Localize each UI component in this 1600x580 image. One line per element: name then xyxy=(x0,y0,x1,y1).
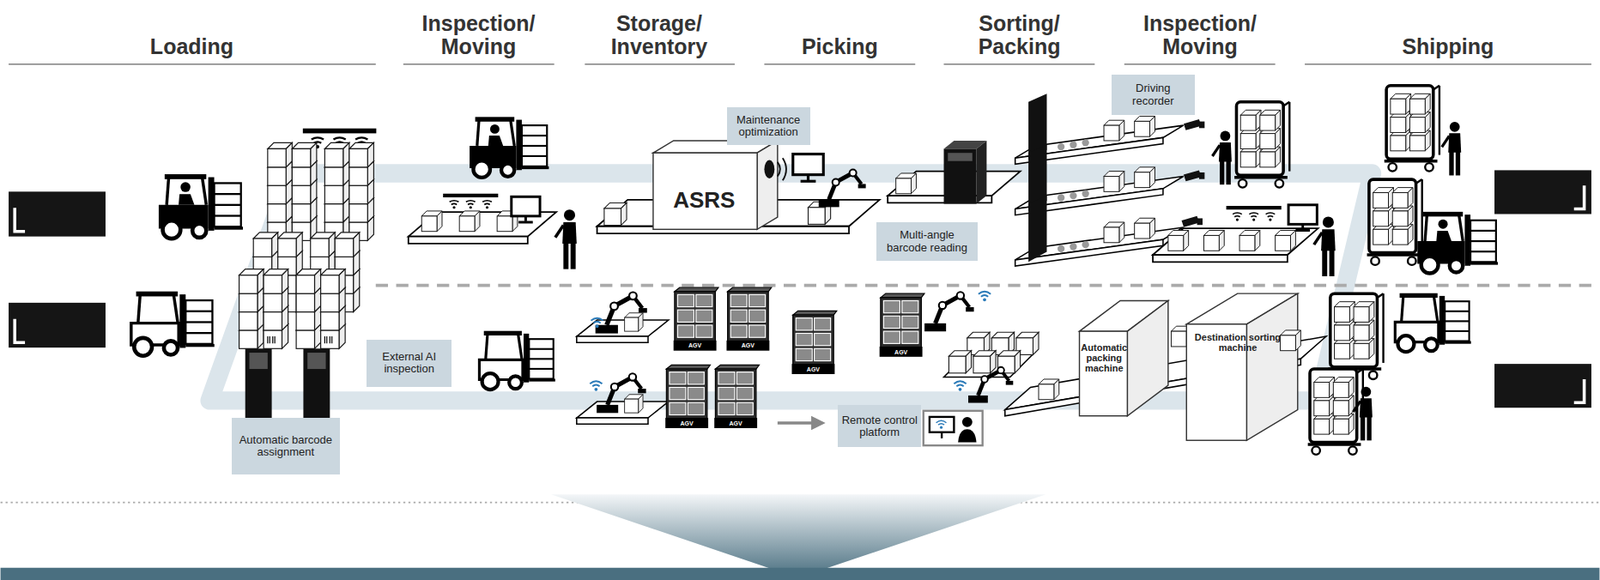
funnel-arrow xyxy=(551,494,1046,578)
stage-heading: Storage/ Inventory xyxy=(583,12,735,59)
shipping-area xyxy=(1308,85,1498,455)
storage-lower xyxy=(576,287,983,446)
node-text: Multi-angle barcode reading xyxy=(879,229,974,255)
machine-label: Destination sorting machine xyxy=(1182,326,1294,359)
node-text: Destination sorting machine xyxy=(1182,332,1294,353)
node-text: ASRS xyxy=(672,187,735,213)
header-rules xyxy=(8,63,1592,65)
stage-heading: Shipping xyxy=(1304,35,1591,59)
asrs-label: ASRS xyxy=(663,179,746,221)
stage-heading: Loading xyxy=(8,35,376,59)
node-text: Maintenance optimization xyxy=(730,114,807,140)
inspection-right xyxy=(1152,102,1336,277)
callout-box: Maintenance optimization xyxy=(727,107,811,146)
stage-heading: Inspection/ Moving xyxy=(1124,12,1276,59)
node-text: Remote control platform xyxy=(841,414,918,440)
section-divider xyxy=(375,284,1592,288)
stage-heading: Picking xyxy=(763,35,916,59)
node-text: External AI inspection xyxy=(369,351,449,376)
stage-heading: Inspection/ Moving xyxy=(403,12,555,59)
agv-label: AGV xyxy=(879,349,923,356)
loading-area xyxy=(131,128,377,429)
node-text: Automatic barcode assignment xyxy=(235,434,337,460)
callout-box: Driving recorder xyxy=(1111,74,1195,116)
agv-label: AGV xyxy=(714,420,758,427)
agv-label: AGV xyxy=(791,366,835,373)
sorting-lower xyxy=(879,291,1327,441)
agv-label: AGV xyxy=(673,342,717,349)
agv-label: AGV xyxy=(726,342,770,349)
node-text: Automatic packing machine xyxy=(1075,342,1134,374)
node-text: Driving recorder xyxy=(1115,82,1192,108)
callout-box: Automatic barcode assignment xyxy=(231,418,340,474)
stage-heading: Sorting/ Packing xyxy=(944,12,1096,59)
agv-label: AGV xyxy=(665,420,709,427)
machine-label: Automatic packing machine xyxy=(1075,334,1134,382)
callout-box: External AI inspection xyxy=(366,339,452,388)
bottom-band xyxy=(0,568,1600,580)
asrs-area xyxy=(597,140,880,234)
callout-box: Multi-angle barcode reading xyxy=(876,222,977,261)
callout-box: Remote control platform xyxy=(837,405,922,448)
